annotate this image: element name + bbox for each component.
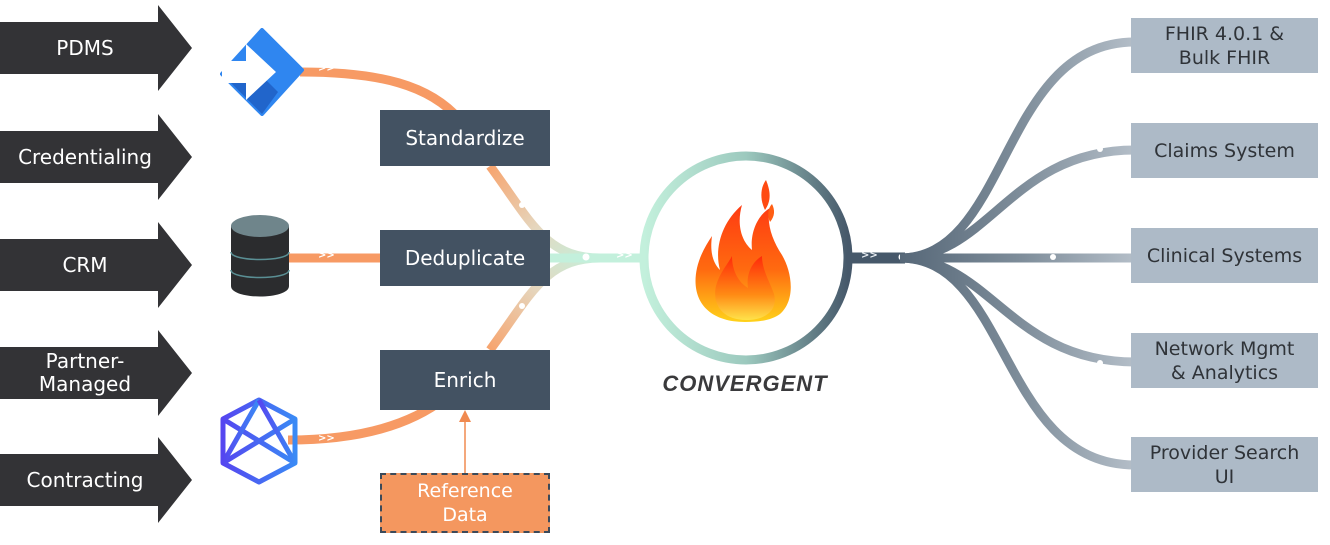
- flow-marker-output: >>: [861, 250, 878, 261]
- source-label: CRM: [62, 252, 108, 277]
- destination-network-mgmt: Network Mgmt & Analytics: [1131, 333, 1318, 388]
- destination-provider-search: Provider Search UI: [1131, 437, 1318, 492]
- source-label: Credentialing: [18, 144, 152, 169]
- source-arrow-crm: CRM: [0, 222, 192, 308]
- reference-data-box: Reference Data: [380, 473, 550, 533]
- database-icon: [228, 214, 292, 304]
- flow-marker-merge: >>: [616, 250, 633, 261]
- source-arrow-contracting: Contracting: [0, 437, 192, 523]
- flow-marker-contracting: >>: [318, 433, 335, 444]
- destination-claims-system: Claims System: [1131, 123, 1318, 178]
- arrow-diamond-icon: [220, 28, 304, 120]
- flame-icon: [695, 180, 791, 322]
- source-label: Contracting: [26, 467, 144, 492]
- source-label: Partner- Managed: [38, 349, 132, 396]
- output-line-network: [899, 253, 1136, 367]
- flow-marker-pdms: >>: [318, 63, 335, 74]
- source-arrow-pdms: PDMS: [0, 5, 192, 91]
- flow-marker-crm: >>: [318, 250, 335, 261]
- destination-fhir: FHIR 4.0.1 & Bulk FHIR: [1131, 18, 1318, 73]
- source-arrow-credentialing: Credentialing: [0, 114, 192, 200]
- convergent-brand-label: CONVERGENT: [662, 371, 828, 396]
- hexagon-network-icon: [220, 397, 298, 489]
- input-line-pdms: [299, 67, 464, 123]
- step-standardize: Standardize: [380, 110, 550, 166]
- source-label: PDMS: [56, 35, 114, 60]
- step-enrich: Enrich: [380, 350, 550, 410]
- step-deduplicate: Deduplicate: [380, 230, 550, 286]
- output-line-claims: [899, 145, 1136, 263]
- reference-arrow-head: [459, 410, 471, 422]
- destination-clinical-systems: Clinical Systems: [1131, 228, 1318, 283]
- output-line-provider-search: [899, 253, 1136, 470]
- source-arrow-partner-managed: Partner- Managed: [0, 330, 192, 416]
